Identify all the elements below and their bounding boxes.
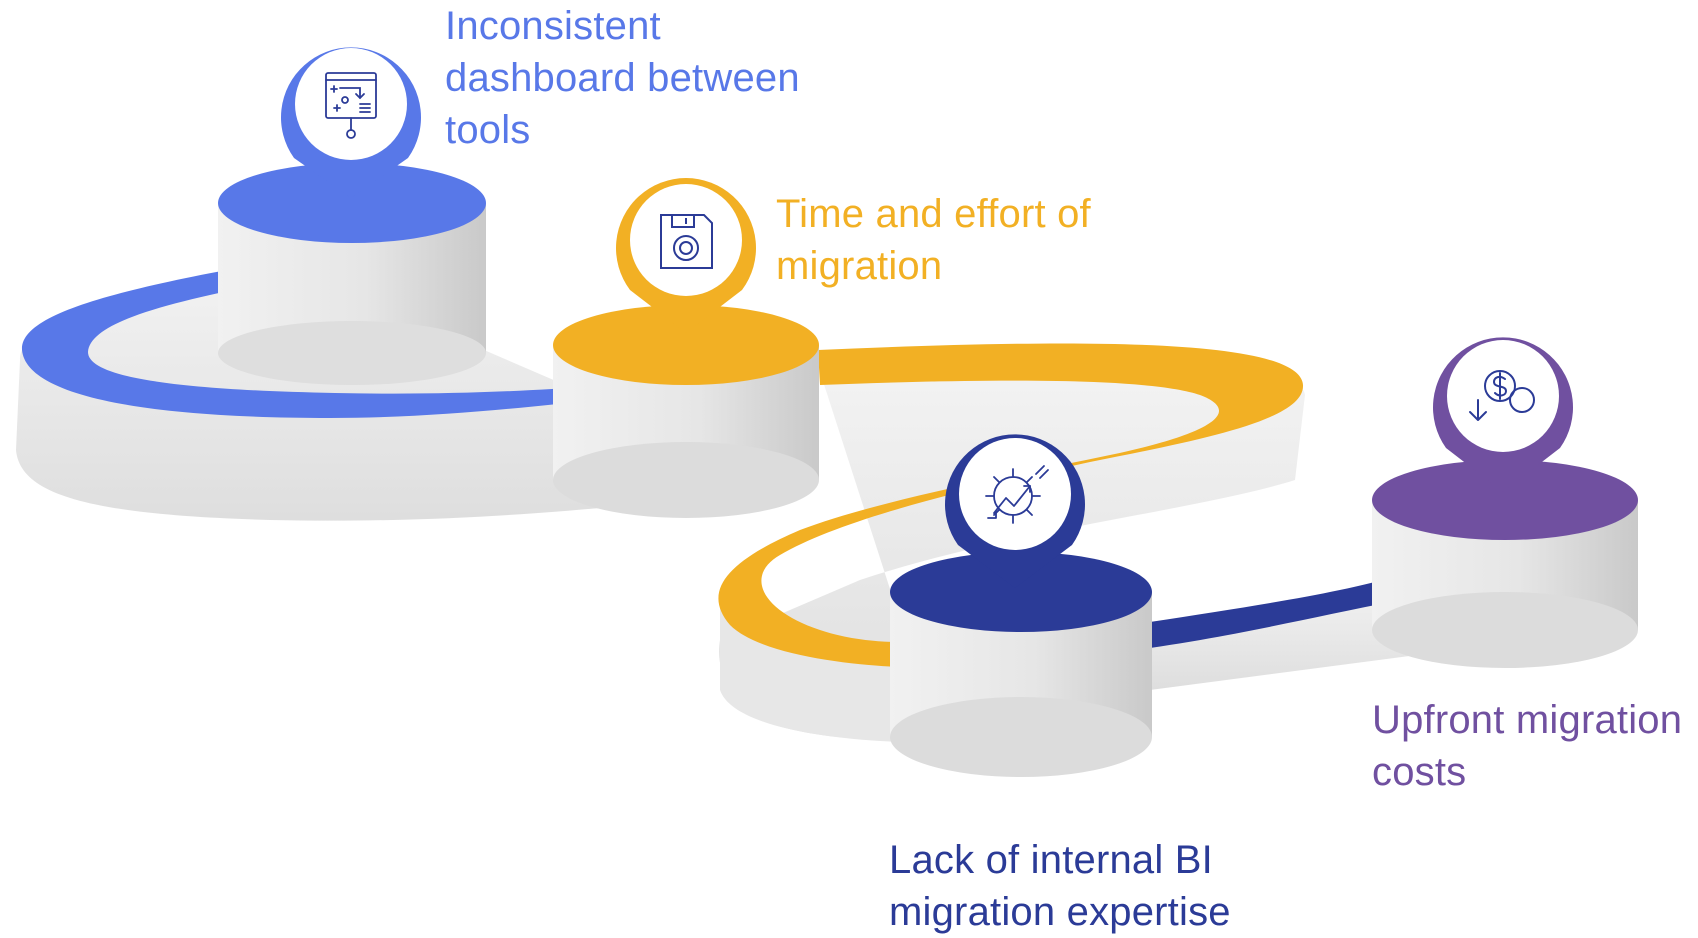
- floppy-disk-icon: [660, 214, 713, 269]
- presentation-board-icon: [325, 72, 377, 139]
- step-4-line-2: costs: [1372, 750, 1467, 794]
- step-1-label: Inconsistent dashboard between tools: [445, 0, 800, 156]
- pin-3: [945, 434, 1085, 588]
- road-loop-left: [16, 260, 600, 521]
- platform-4: [1372, 460, 1638, 668]
- step-3-line-2: migration expertise: [889, 890, 1231, 934]
- road-s-curve: [718, 343, 1305, 742]
- platform-3: [890, 552, 1152, 777]
- step-1-line-3: tools: [445, 108, 531, 152]
- step-1-line-2: dashboard between: [445, 56, 800, 100]
- gear-trend-icon: [985, 465, 1049, 524]
- step-2-line-1: Time and effort of: [776, 192, 1091, 236]
- step-3-label: Lack of internal BI migration expertise: [889, 834, 1231, 938]
- step-2-line-2: migration: [776, 244, 943, 288]
- pin-2: [616, 178, 756, 333]
- coins-down-icon: [1469, 370, 1535, 421]
- platform-1: [218, 163, 486, 385]
- pin-1: [281, 47, 421, 198]
- platform-2: [553, 305, 819, 518]
- step-4-label: Upfront migration costs: [1372, 694, 1682, 798]
- step-1-line-1: Inconsistent: [445, 4, 661, 48]
- step-2-label: Time and effort of migration: [776, 188, 1091, 292]
- step-3-line-1: Lack of internal BI: [889, 838, 1213, 882]
- step-4-line-1: Upfront migration: [1372, 698, 1683, 742]
- pin-4: [1433, 337, 1573, 492]
